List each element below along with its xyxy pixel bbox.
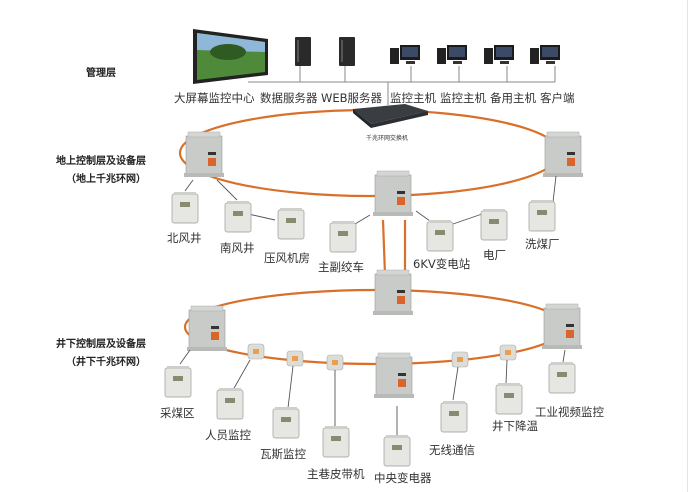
junction-box xyxy=(499,344,517,361)
device-label: 监控主机 xyxy=(440,91,486,105)
underground-device-mining-area xyxy=(164,366,192,398)
surface-device-compressor xyxy=(277,208,305,240)
underground-device-belt xyxy=(322,426,350,458)
video-wall-icon xyxy=(193,29,268,84)
junction-box xyxy=(451,351,469,368)
node-label: 井下降温 xyxy=(492,419,538,433)
workstation-icon xyxy=(390,45,420,64)
switch-label: 千兆环网交换机 xyxy=(366,135,409,142)
connector-line xyxy=(452,366,459,401)
network-switch-icon xyxy=(353,104,428,128)
underground-device-personnel xyxy=(216,388,244,420)
connector-line xyxy=(415,210,431,222)
connector-line xyxy=(452,213,483,225)
connector-line xyxy=(505,359,508,385)
junction-box xyxy=(326,354,344,371)
underground-control-box-top xyxy=(373,269,413,315)
vertical-scrollbar[interactable] xyxy=(687,0,692,492)
node-label: 6KV变电站 xyxy=(413,257,471,271)
underground-layer-label: 井下控制层及设备层 xyxy=(56,339,146,350)
underground-control-box-west xyxy=(187,305,227,351)
server-icon xyxy=(339,37,355,66)
device-label: WEB服务器 xyxy=(321,91,383,105)
surface-control-box-west xyxy=(184,131,224,177)
node-label: 主副绞车 xyxy=(318,260,364,274)
device-label: 客户端 xyxy=(540,91,575,105)
node-label: 人员监控 xyxy=(205,428,251,442)
underground-device-gas xyxy=(272,407,300,439)
management-bus xyxy=(248,66,556,105)
surface-device-power-plant xyxy=(480,209,508,241)
connector-line xyxy=(179,349,191,365)
surface-device-6kv-substation xyxy=(426,220,454,252)
connector-line xyxy=(287,365,294,409)
underground-control-box-east xyxy=(542,303,582,349)
connector-line xyxy=(562,349,566,363)
node-label: 工业视频监控 xyxy=(535,405,604,419)
underground-control-box-center xyxy=(374,352,414,398)
node-label: 压风机房 xyxy=(264,251,310,265)
node-label: 洗煤厂 xyxy=(525,237,560,251)
node-label: 采煤区 xyxy=(160,406,195,420)
device-label: 监控主机 xyxy=(390,91,436,105)
connector-line xyxy=(232,359,251,391)
junction-box xyxy=(247,343,265,360)
underground-device-central-substation xyxy=(383,435,411,467)
surface-device-coal-washing xyxy=(528,200,556,232)
connector-line xyxy=(216,179,238,201)
underground-ring-label: （井下千兆环网） xyxy=(66,357,146,368)
surface-control-box-center xyxy=(373,170,413,216)
underground-device-wireless xyxy=(440,401,468,433)
device-label: 备用主机 xyxy=(490,91,536,105)
workstation-icon xyxy=(484,45,514,64)
surface-device-south-shaft xyxy=(224,201,252,233)
surface-layer-label: 地上控制层及设备层 xyxy=(56,156,146,167)
node-label: 电厂 xyxy=(483,248,506,262)
surface-ring-label: （地上千兆环网） xyxy=(66,174,146,185)
underground-device-video xyxy=(548,362,576,394)
device-label: 数据服务器 xyxy=(260,91,318,105)
ring-uplink xyxy=(381,219,387,276)
node-label: 无线通信 xyxy=(429,443,475,457)
connector-line xyxy=(552,175,557,203)
workstation-icon xyxy=(530,45,560,64)
workstation-icon xyxy=(437,45,467,64)
management-layer-label: 管理层 xyxy=(86,68,116,79)
connector-line xyxy=(184,179,194,192)
surface-device-north-shaft xyxy=(171,192,199,224)
surface-control-box-east xyxy=(543,131,583,177)
surface-device-hoist xyxy=(329,221,357,253)
device-label: 大屏幕监控中心 xyxy=(174,91,255,105)
underground-device-cooling xyxy=(495,383,523,415)
server-icon xyxy=(295,37,311,66)
node-label: 主巷皮带机 xyxy=(307,467,365,481)
junction-box xyxy=(286,350,304,367)
node-label: 中央变电器 xyxy=(374,471,432,485)
node-label: 北风井 xyxy=(167,231,202,245)
node-label: 南风井 xyxy=(220,241,255,255)
connector-line xyxy=(354,214,371,225)
node-label: 瓦斯监控 xyxy=(260,447,306,461)
